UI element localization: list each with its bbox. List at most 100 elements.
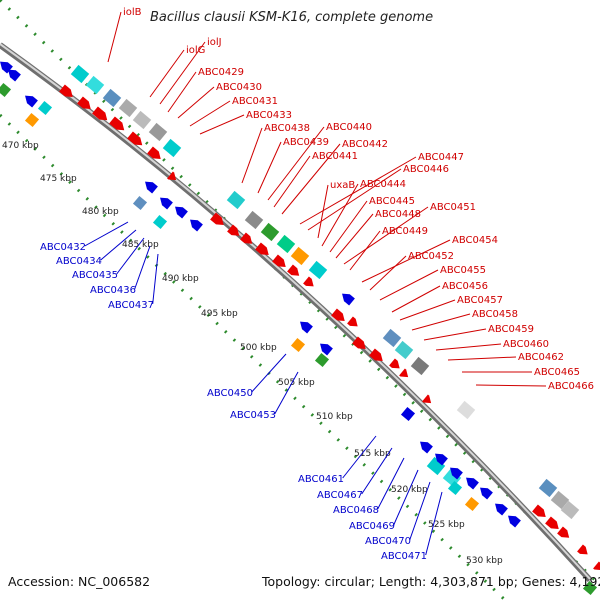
label-leader-line [152,253,159,305]
inner-feature-box [290,337,306,353]
label-leader-line [189,100,231,127]
label-leader-line [425,491,443,556]
reverse-gene-arrow [342,293,355,306]
forward-gene-arrow [59,84,73,97]
inner-feature-box [400,406,416,422]
label-leader-line [199,114,245,135]
gene-label-forward: ABC0445 [369,196,415,207]
forward-gene-arrow [593,561,600,571]
reverse-gene-arrow [175,206,188,219]
gene-features [0,61,600,596]
label-leader-line [391,285,441,313]
kbp-tick-label: 485 kbp [122,240,159,250]
forward-gene-arrow [577,544,588,555]
forward-gene-arrow [389,358,400,369]
gene-labels: iolBiolGiolJABC0429ABC0430ABC0431ABC0433… [40,7,594,562]
kbp-tick-label: 525 kbp [428,520,465,530]
feature-box [162,138,182,158]
gene-label-forward: ABC0460 [503,339,549,350]
label-leader-line [159,41,206,105]
gene-label-reverse: ABC0471 [381,551,427,562]
forward-gene-arrow [77,96,91,109]
label-leader-line [177,86,215,119]
forward-gene-arrow [109,116,125,131]
label-leader-line [343,206,429,265]
label-leader-line [116,237,145,275]
inner-feature-box [37,100,53,116]
forward-gene-arrow [272,254,286,267]
forward-gene-arrow [92,106,108,121]
reverse-gene-arrow [300,321,313,334]
label-leader-line [107,11,122,63]
feature-box [118,98,138,118]
label-leader-line [399,299,456,321]
feature-box [550,490,570,510]
forward-gene-arrow [369,348,383,361]
label-leader-line [379,269,439,301]
inner-feature-box [447,480,463,496]
label-leader-line [167,71,197,113]
label-leader-line [273,155,311,208]
gene-label-forward: ABC0455 [440,265,486,276]
label-leader-line [134,245,151,290]
kbp-tick-label: 505 kbp [278,378,315,388]
forward-gene-arrow [147,146,161,159]
reverse-gene-arrow [435,453,448,466]
forward-gene-arrow [399,368,409,378]
label-leader-line [257,141,282,194]
label-leader-line [361,239,451,283]
label-leader-line [409,481,431,541]
inner-feature-box [132,195,148,211]
label-leader-line [423,328,487,341]
label-leader-line [475,384,547,387]
gene-label-reverse: ABC0453 [230,410,276,421]
label-leader-line [411,313,471,331]
accession-text: Accession: NC_006582 [8,574,150,589]
feature-box [70,64,90,84]
gene-label-forward: ABC0452 [408,251,454,262]
inner-feature-box [152,214,168,230]
label-leader-line [342,435,377,479]
gene-label-forward: ABC0448 [375,209,421,220]
gene-label-forward: ABC0454 [452,235,498,246]
kbp-tick-label: 480 kbp [82,207,119,217]
reverse-gene-arrow [160,197,173,210]
label-leader-line [281,143,341,215]
inner-feature-box [582,580,598,596]
label-leader-line [349,230,381,271]
reverse-gene-arrow [495,503,508,516]
label-leader-line [299,156,417,225]
reverse-gene-arrow [145,181,158,194]
gene-label-forward: ABC0451 [430,202,476,213]
forward-gene-arrow [557,526,570,538]
gene-label-forward: ABC0433 [246,110,292,121]
gene-label-forward: ABC0465 [534,367,580,378]
gene-label-forward: ABC0430 [216,82,262,93]
label-leader-line [307,168,402,231]
feature-box [456,400,476,420]
kbp-tick-label: 475 kbp [40,174,77,184]
forward-gene-arrow [287,264,300,276]
gene-label-forward: ABC0459 [488,324,534,335]
label-leader-line [267,126,325,201]
feature-box [382,328,402,348]
reverse-gene-arrow [190,219,203,232]
forward-gene-arrow [227,224,240,236]
inner-feature-box [464,496,480,512]
label-leader-line [321,183,359,247]
gene-label-reverse: ABC0432 [40,242,86,253]
feature-box [132,110,152,130]
feature-box [442,468,462,488]
label-leader-line [251,353,287,393]
map-title: Bacillus clausii KSM-K16, complete genom… [150,10,433,25]
gene-label-forward: iolJ [207,37,222,48]
feature-box [102,88,122,108]
gene-label-forward: ABC0444 [360,179,406,190]
forward-gene-arrow [210,212,224,225]
label-leader-line [435,343,502,351]
gene-label-forward: ABC0429 [198,67,244,78]
feature-box [560,500,580,520]
kbp-tick-label: 470 kbp [2,141,39,151]
